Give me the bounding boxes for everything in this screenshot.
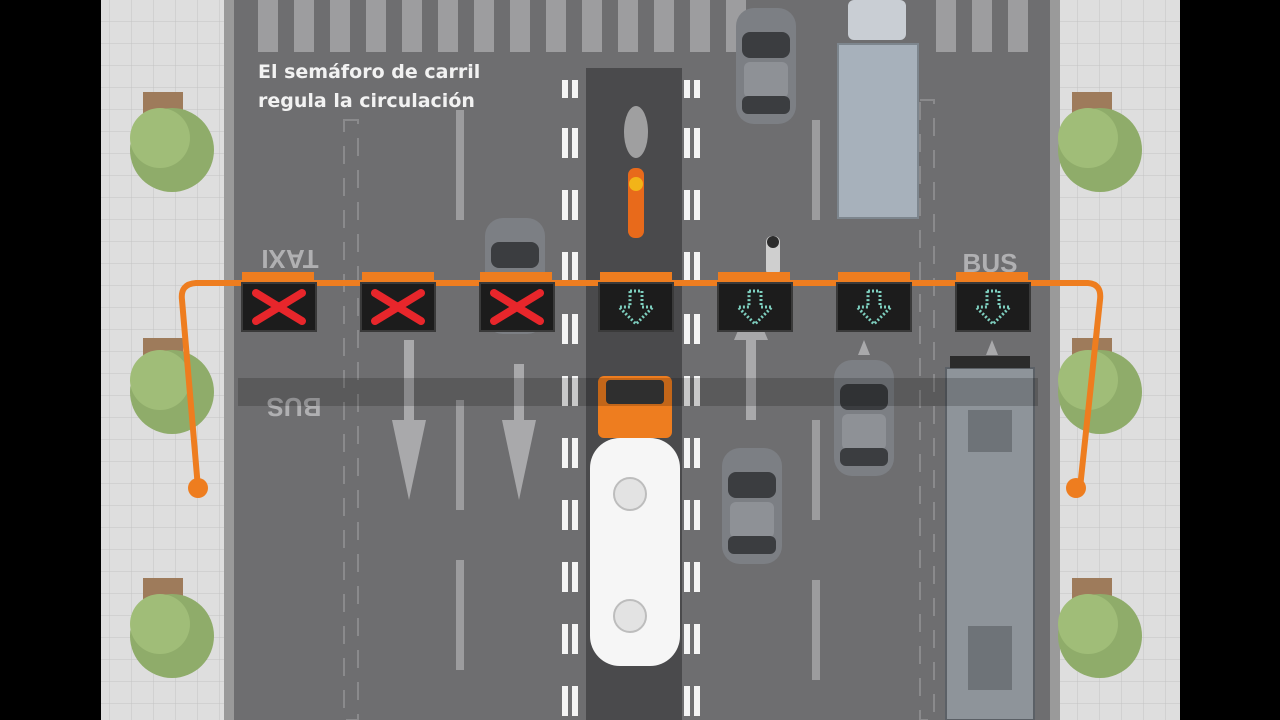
bus-road-text-mirrored: BUS	[267, 392, 322, 422]
vehicles	[485, 0, 1035, 720]
tanker-truck-icon	[590, 376, 680, 666]
car-icon	[722, 448, 782, 564]
tree-icon	[1058, 92, 1142, 192]
green-arrow-down-icon	[597, 281, 675, 333]
motorcycle-icon	[766, 236, 780, 276]
lane-signals	[242, 281, 1032, 333]
red-x-icon	[361, 283, 435, 331]
motorcycle-icon	[624, 106, 648, 238]
trees	[130, 92, 1142, 678]
crosswalk	[258, 0, 1028, 52]
truck-icon	[837, 0, 919, 219]
bus-icon	[945, 356, 1035, 720]
taxi-road-text: TAXI	[261, 244, 318, 274]
center-lane-dashes	[562, 80, 700, 716]
green-arrow-down-icon	[716, 281, 794, 333]
green-arrow-down-icon	[835, 281, 913, 333]
lane-markings	[343, 99, 935, 720]
tree-icon	[130, 578, 214, 678]
caption: El semáforo de carril regula la circulac…	[258, 58, 480, 116]
red-x-icon	[480, 283, 554, 331]
caption-line-1: El semáforo de carril	[258, 61, 481, 83]
tree-icon	[1058, 578, 1142, 678]
car-icon	[736, 8, 796, 124]
caption-line-2: regula la circulación	[258, 90, 475, 112]
car-icon	[834, 360, 894, 476]
tree-icon	[130, 92, 214, 192]
green-arrow-down-icon	[954, 281, 1032, 333]
red-x-icon	[242, 283, 316, 331]
